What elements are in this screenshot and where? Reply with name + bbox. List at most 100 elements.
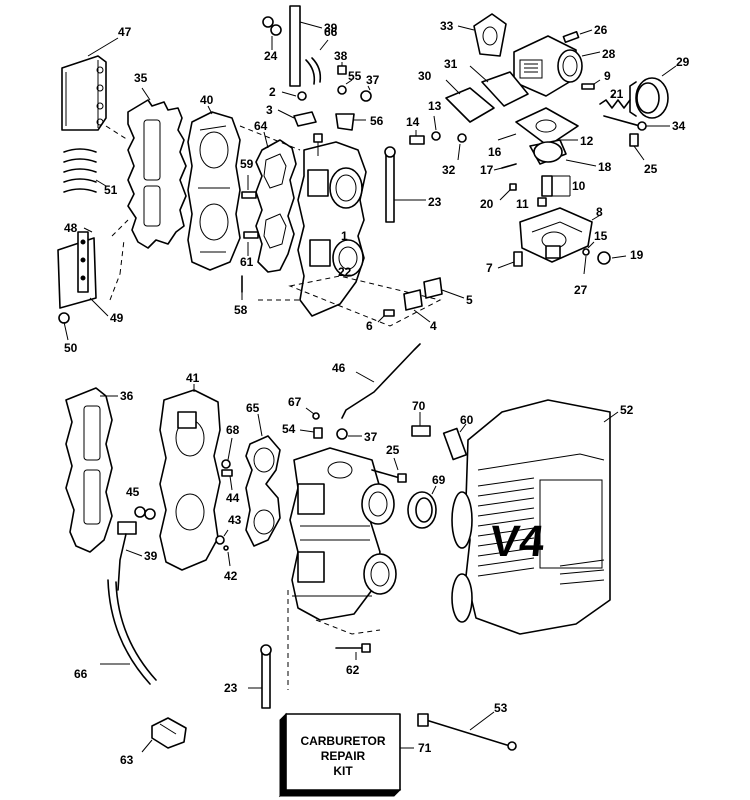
bushing-54 — [299, 427, 323, 439]
fuel-fitting-39 — [289, 5, 323, 87]
callout-29: 29 — [676, 55, 690, 69]
washer-55 — [337, 79, 353, 95]
callout-19: 19 — [630, 248, 644, 262]
screw-25-top — [629, 133, 645, 161]
callout-40: 40 — [200, 93, 214, 107]
callout-67: 67 — [288, 395, 302, 409]
bushing-29 — [629, 65, 677, 119]
seal-ring-69 — [407, 485, 437, 529]
intake-manifold-40 — [187, 105, 241, 271]
callout-23b: 23 — [224, 681, 238, 695]
needle-valve-10-11 — [537, 175, 571, 207]
callout-23a: 23 — [428, 195, 442, 209]
callout-58: 58 — [234, 303, 248, 317]
carburetor-body-1 — [297, 133, 367, 317]
gasket-36 — [65, 387, 118, 553]
callout-8: 8 — [596, 205, 603, 219]
reed-petals-51 — [63, 148, 107, 193]
callout-13: 13 — [428, 99, 442, 113]
callout-32: 32 — [442, 163, 456, 177]
screw-59 — [241, 175, 257, 199]
callout-28: 28 — [602, 47, 616, 61]
pad-4 — [403, 289, 431, 323]
callout-35: 35 — [134, 71, 148, 85]
cover-plate-16 — [497, 107, 579, 147]
callout-63: 63 — [120, 753, 134, 767]
callout-50: 50 — [64, 341, 78, 355]
callout-4: 4 — [430, 319, 437, 333]
callout-68: 68 — [226, 423, 240, 437]
callout-39a: 39 — [324, 21, 338, 35]
callout-52: 52 — [620, 403, 634, 417]
callout-37a: 37 — [366, 73, 380, 87]
callout-25a: 25 — [644, 162, 658, 176]
callout-45: 45 — [126, 485, 140, 499]
carburetor-assembly-bottom — [289, 447, 397, 621]
callout-62: 62 — [346, 663, 360, 677]
shaft-23-bottom — [248, 644, 272, 709]
spring-21 — [599, 93, 631, 109]
tube-60 — [442, 423, 468, 461]
clamp-63 — [141, 717, 187, 753]
callout-43: 43 — [228, 513, 242, 527]
callout-70: 70 — [412, 399, 426, 413]
pad-5 — [423, 277, 465, 299]
fitting-39-bottom — [117, 521, 143, 591]
callout-18: 18 — [598, 160, 612, 174]
repair-kit-box — [278, 712, 414, 798]
callout-15: 15 — [594, 229, 608, 243]
callout-numbers: 1 2 3 4 5 6 7 8 9 10 11 12 13 14 15 16 1… — [64, 19, 690, 767]
kit-label-line2: REPAIR — [321, 749, 366, 763]
callout-39b: 39 — [144, 549, 158, 563]
callout-6: 6 — [366, 319, 373, 333]
plug-37-top — [360, 85, 372, 102]
callout-10: 10 — [572, 179, 586, 193]
kit-label-line3: KIT — [333, 764, 353, 778]
screw-15-27 — [582, 241, 595, 275]
callout-60: 60 — [460, 413, 474, 427]
callout-51: 51 — [104, 183, 118, 197]
callout-17: 17 — [480, 163, 494, 177]
callout-25b: 25 — [386, 443, 400, 457]
spring-38 — [337, 62, 347, 75]
callout-47: 47 — [118, 25, 132, 39]
callout-1: 1 — [341, 229, 348, 243]
screw-26 — [562, 29, 593, 44]
callout-12: 12 — [580, 134, 594, 148]
callout-71: 71 — [418, 741, 432, 755]
screw-9 — [581, 79, 601, 90]
callout-56: 56 — [370, 114, 384, 128]
callout-61: 61 — [240, 255, 254, 269]
bracket-3 — [277, 109, 317, 127]
callout-26: 26 — [594, 23, 608, 37]
callout-20: 20 — [480, 197, 494, 211]
gasket-64 — [255, 131, 297, 273]
callout-3: 3 — [266, 103, 273, 117]
plug-19 — [597, 251, 627, 265]
clip-67 — [305, 407, 320, 420]
callout-7: 7 — [486, 261, 493, 275]
gasket-33 — [457, 13, 507, 57]
callout-66b: 66 — [74, 667, 88, 681]
reed-plate-47 — [61, 37, 119, 131]
pin-17 — [493, 163, 517, 171]
gasket-35 — [127, 87, 187, 249]
callout-30: 30 — [418, 69, 432, 83]
callout-24: 24 — [264, 49, 278, 63]
shaft-23-top — [384, 146, 426, 223]
engine-cover-52 — [451, 399, 619, 635]
callout-59: 59 — [240, 157, 254, 171]
float-bowl-8 — [519, 207, 603, 263]
callout-64: 64 — [254, 119, 268, 133]
plate-30-31 — [445, 65, 529, 123]
callout-53: 53 — [494, 701, 508, 715]
callout-44: 44 — [226, 491, 240, 505]
callout-46: 46 — [332, 361, 346, 375]
needle-34 — [603, 115, 670, 131]
callout-9: 9 — [604, 69, 611, 83]
screw-2 — [281, 91, 307, 101]
connector-70 — [411, 412, 431, 437]
callout-69: 69 — [432, 473, 446, 487]
callout-48: 48 — [64, 221, 78, 235]
